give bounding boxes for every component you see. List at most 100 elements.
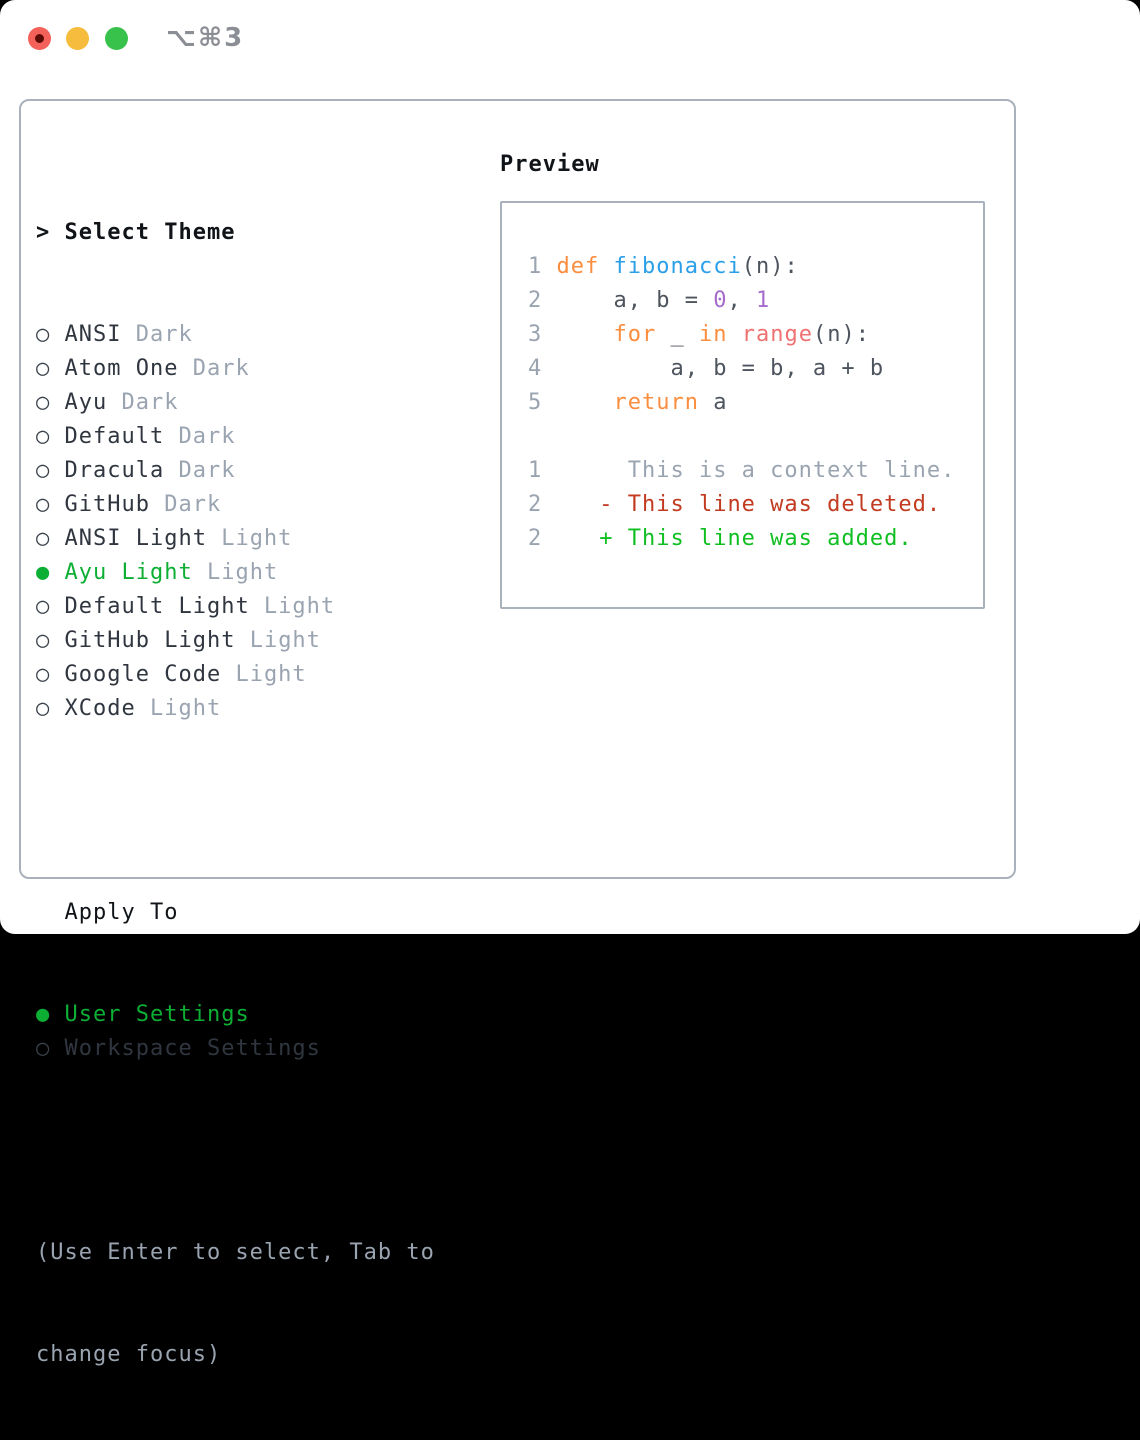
- theme-variant: Light: [192, 560, 279, 585]
- code-token-fg: [727, 322, 741, 347]
- theme-option-xcode[interactable]: ○ XCode Light: [36, 692, 435, 726]
- radio-unselected-icon: ○: [36, 628, 65, 653]
- theme-name: ANSI: [64, 322, 122, 347]
- line-number: 3: [528, 322, 557, 347]
- code-line: 3 for _ in range(n):: [528, 318, 955, 352]
- apply-option-user-settings[interactable]: ● User Settings: [36, 998, 435, 1032]
- code-token-err: range: [741, 322, 813, 347]
- close-button[interactable]: [28, 27, 51, 50]
- theme-name: Atom One: [64, 356, 179, 381]
- code-token-fg: [557, 322, 614, 347]
- zoom-button[interactable]: [105, 27, 128, 50]
- theme-name: Default: [64, 424, 165, 449]
- code-token-kw: def: [556, 254, 600, 279]
- theme-option-ayu[interactable]: ○ Ayu Dark: [36, 386, 435, 420]
- radio-unselected-icon: ○: [36, 492, 65, 517]
- code-line: 4 a, b = b, a + b: [528, 352, 955, 386]
- line-number: 2: [528, 492, 557, 517]
- code-token-fg: a, b = b, a + b: [556, 356, 885, 381]
- line-number: 1: [528, 458, 557, 483]
- theme-name: GitHub: [64, 492, 150, 517]
- code-token-const: 1: [755, 288, 771, 313]
- radio-unselected-icon: ○: [36, 526, 65, 551]
- code-token-fg: _: [656, 322, 699, 347]
- theme-variant: Dark: [121, 322, 193, 347]
- radio-unselected-icon: ○: [36, 356, 65, 381]
- theme-variant: Dark: [164, 458, 236, 483]
- apply-option-workspace-settings[interactable]: ○ Workspace Settings: [36, 1032, 435, 1066]
- code-blank-line: [528, 420, 955, 454]
- window-title: ⌥⌘3: [166, 23, 245, 53]
- theme-name: GitHub Light: [64, 628, 236, 653]
- theme-variant: Dark: [149, 492, 222, 517]
- code-token-fg: a, b =: [556, 288, 714, 313]
- titlebar: ⌥⌘3: [0, 0, 1140, 70]
- hint-text-line-1: (Use Enter to select, Tab to: [36, 1240, 435, 1265]
- code-line: 2 a, b = 0, 1: [528, 284, 955, 318]
- code-token-kw: in: [698, 322, 728, 347]
- apply-to-list: ● User Settings○ Workspace Settings: [36, 998, 435, 1066]
- theme-option-github[interactable]: ○ GitHub Dark: [36, 488, 435, 522]
- code-token-fg: [599, 254, 613, 279]
- code-token-del: - This line was deleted.: [556, 492, 942, 517]
- theme-variant: Light: [249, 594, 336, 619]
- radio-selected-icon: ●: [36, 560, 65, 585]
- theme-option-github-light[interactable]: ○ GitHub Light Light: [36, 624, 435, 658]
- theme-variant: Dark: [178, 356, 250, 381]
- radio-unselected-icon: ○: [36, 594, 65, 619]
- code-token-kw: return: [613, 390, 699, 415]
- theme-variant: Light: [235, 628, 321, 653]
- code-token-ctx: This is a context line.: [556, 458, 956, 483]
- code-token-fg: ,: [727, 288, 756, 313]
- apply-to-header-line: Apply To: [36, 896, 435, 930]
- line-number: 4: [528, 356, 557, 381]
- radio-unselected-icon: ○: [36, 1036, 65, 1061]
- theme-name: XCode: [64, 696, 136, 721]
- code-line: 5 return a: [528, 386, 955, 420]
- theme-name: Ayu: [64, 390, 108, 415]
- theme-option-default-light[interactable]: ○ Default Light Light: [36, 590, 435, 624]
- theme-option-ansi-light[interactable]: ○ ANSI Light Light: [36, 522, 435, 556]
- code-token-fg: a: [698, 390, 728, 415]
- prompt-caret: >: [36, 220, 51, 245]
- minimize-button[interactable]: [66, 27, 89, 50]
- apply-option-label: User Settings: [64, 1002, 250, 1027]
- theme-name: Google Code: [64, 662, 222, 687]
- theme-variant: Dark: [164, 424, 236, 449]
- select-theme-header-line: > Select Theme: [36, 216, 435, 250]
- code-line: 2 - This line was deleted.: [528, 488, 955, 522]
- radio-unselected-icon: ○: [36, 662, 65, 687]
- code-token-kw: for: [613, 322, 657, 347]
- theme-option-google-code[interactable]: ○ Google Code Light: [36, 658, 435, 692]
- app-window: ⌥⌘3 > Select Theme ○ ANSI Dark○ Atom One…: [0, 0, 1140, 1367]
- apply-to-header: Apply To: [64, 900, 179, 925]
- radio-unselected-icon: ○: [36, 458, 65, 483]
- theme-variant: Light: [135, 696, 222, 721]
- line-number: 5: [528, 390, 557, 415]
- code-token-add: + This line was added.: [556, 526, 913, 551]
- code-token-fg: [557, 390, 614, 415]
- code-line: 1 def fibonacci(n):: [528, 250, 955, 284]
- theme-option-default[interactable]: ○ Default Dark: [36, 420, 435, 454]
- code-line: 2 + This line was added.: [528, 522, 955, 556]
- theme-option-ayu-light[interactable]: ● Ayu Light Light: [36, 556, 435, 590]
- theme-option-ansi[interactable]: ○ ANSI Dark: [36, 318, 435, 352]
- theme-option-dracula[interactable]: ○ Dracula Dark: [36, 454, 435, 488]
- theme-name: Dracula: [64, 458, 165, 483]
- line-number: 1: [528, 254, 557, 279]
- code-token-const: 0: [713, 288, 728, 313]
- code-token-fg: (n):: [741, 254, 799, 279]
- hint-text-line-2: change focus): [36, 1342, 222, 1367]
- radio-selected-icon: ●: [36, 1002, 65, 1027]
- theme-variant: Light: [206, 526, 293, 551]
- radio-unselected-icon: ○: [36, 322, 65, 347]
- theme-list: ○ ANSI Dark○ Atom One Dark○ Ayu Dark○ De…: [36, 318, 435, 726]
- radio-unselected-icon: ○: [36, 390, 65, 415]
- theme-option-atom-one[interactable]: ○ Atom One Dark: [36, 352, 435, 386]
- code-line: 1 This is a context line.: [528, 454, 955, 488]
- apply-option-label: Workspace Settings: [64, 1036, 321, 1061]
- preview-header: Preview: [500, 152, 600, 177]
- spacer: [36, 1134, 435, 1168]
- theme-name: Ayu Light: [64, 560, 193, 585]
